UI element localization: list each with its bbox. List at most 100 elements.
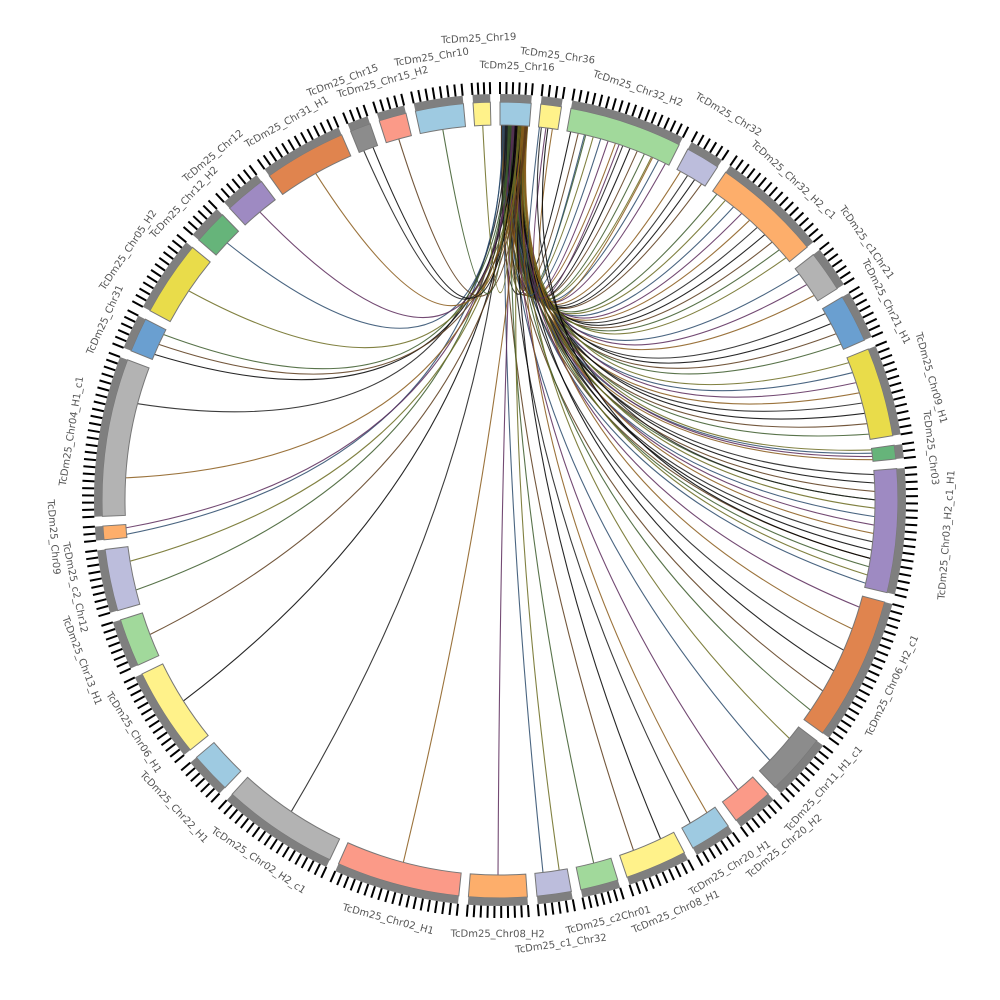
- tick-mark: [855, 298, 868, 306]
- tick-mark: [624, 102, 631, 115]
- link-TcDm25_Chr36-TcDm25_Chr32_H2: [526, 127, 586, 296]
- tick-mark: [342, 112, 349, 125]
- tick-mark: [901, 558, 914, 563]
- tick-mark: [105, 634, 118, 641]
- tick-mark: [867, 669, 880, 677]
- tick-mark: [150, 269, 162, 278]
- tick-mark: [675, 123, 683, 135]
- tick-mark: [248, 164, 258, 176]
- sector-TcDm25_Chr10: [410, 83, 467, 135]
- sector-band: [413, 95, 464, 112]
- tick-mark: [896, 409, 909, 415]
- tick-mark: [891, 388, 904, 394]
- tick-mark: [903, 455, 916, 460]
- tick-mark: [171, 239, 183, 249]
- tick-mark: [611, 98, 617, 111]
- tick-mark: [708, 847, 717, 859]
- tick-mark: [740, 163, 750, 175]
- tick-mark: [363, 883, 370, 896]
- tick-mark: [885, 367, 898, 374]
- tick-mark: [268, 150, 278, 162]
- tick-mark: [894, 593, 907, 599]
- sector-block: [681, 806, 729, 849]
- sector-band: [192, 209, 223, 240]
- tick-mark: [703, 138, 711, 150]
- tick-mark: [85, 549, 98, 553]
- sector-band: [142, 242, 193, 311]
- tick-mark: [319, 122, 327, 134]
- tick-mark: [594, 894, 599, 907]
- sector-band: [264, 127, 342, 176]
- links-layer: [125, 125, 876, 875]
- tick-mark: [888, 616, 901, 623]
- tick-mark: [897, 417, 911, 422]
- tick-mark: [680, 862, 689, 875]
- sector-TcDm25_Chr31_H1: [256, 116, 352, 196]
- tick-mark: [819, 241, 830, 251]
- tick-mark: [855, 695, 867, 703]
- tick-mark: [768, 186, 778, 197]
- sector-band: [692, 826, 733, 856]
- link-TcDm25_Chr16-TcDm25_Chr06_H2_c1: [515, 125, 860, 608]
- tick-mark: [904, 530, 917, 534]
- sector-block: [378, 112, 413, 144]
- sector-band: [224, 175, 262, 209]
- tick-mark: [479, 905, 483, 918]
- sector-label: TcDm25_Chr03_H2_c1_H1: [937, 470, 958, 601]
- sector-block: [337, 842, 462, 897]
- sector-TcDm25_Chr32: [676, 131, 730, 187]
- tick-mark: [905, 473, 918, 477]
- link-TcDm25_Chr16-TcDm25_Chr19: [482, 125, 519, 294]
- tick-mark: [720, 839, 729, 852]
- tick-mark: [763, 181, 773, 193]
- tick-mark: [130, 689, 142, 697]
- tick-mark: [86, 556, 99, 561]
- link-TcDm25_Chr16-TcDm25_Chr12: [259, 125, 513, 319]
- sector-block: [130, 318, 167, 361]
- sector-TcDm25_c2_Chr12: [85, 546, 141, 618]
- sector-TcDm25_Chr09_H1: [846, 340, 913, 440]
- sector-block: [414, 103, 467, 135]
- tick-mark: [848, 707, 860, 716]
- tick-mark: [294, 853, 303, 865]
- link-TcDm25_Chr16-TcDm25_Chr08_H2: [497, 125, 516, 875]
- tick-mark: [88, 570, 101, 575]
- tick-mark: [732, 832, 741, 844]
- tick-mark: [751, 817, 761, 829]
- tick-mark: [696, 134, 705, 146]
- tick-mark: [307, 860, 315, 872]
- tick-mark: [158, 257, 170, 266]
- tick-mark: [91, 407, 105, 413]
- sector-block: [119, 612, 160, 666]
- tick-mark: [384, 890, 390, 903]
- tick-mark: [137, 701, 149, 710]
- tick-mark: [410, 91, 415, 104]
- tick-mark: [220, 187, 231, 199]
- tick-mark: [114, 335, 127, 343]
- link-TcDm25_Chr16-TcDm25_Chr03_H2_c1_H1: [521, 125, 868, 576]
- tick-mark: [135, 293, 147, 302]
- tick-mark: [852, 292, 864, 300]
- tick-mark: [795, 777, 806, 788]
- sector-band: [868, 345, 901, 436]
- tick-mark: [190, 772, 201, 783]
- tick-mark: [524, 82, 528, 95]
- tick-mark: [120, 322, 133, 330]
- tick-mark: [861, 682, 874, 690]
- link-TcDm25_Chr36-TcDm25_Chr03_H2_c1_H1: [541, 127, 871, 559]
- sector-band: [93, 356, 128, 517]
- tick-mark: [715, 145, 724, 157]
- tick-mark: [875, 340, 888, 347]
- tick-mark: [886, 623, 899, 630]
- tick-mark: [876, 650, 889, 657]
- tick-mark: [550, 902, 555, 915]
- tick-mark: [82, 472, 95, 476]
- sector-TcDm25_Chr08_H1: [619, 831, 695, 897]
- link-TcDm25_Chr16-TcDm25_Chr09: [125, 125, 514, 529]
- tick-mark: [379, 99, 385, 112]
- tick-mark: [901, 441, 915, 446]
- tick-mark: [237, 173, 247, 185]
- tick-mark: [336, 873, 343, 886]
- sector-band: [736, 794, 774, 827]
- tick-mark: [851, 701, 864, 709]
